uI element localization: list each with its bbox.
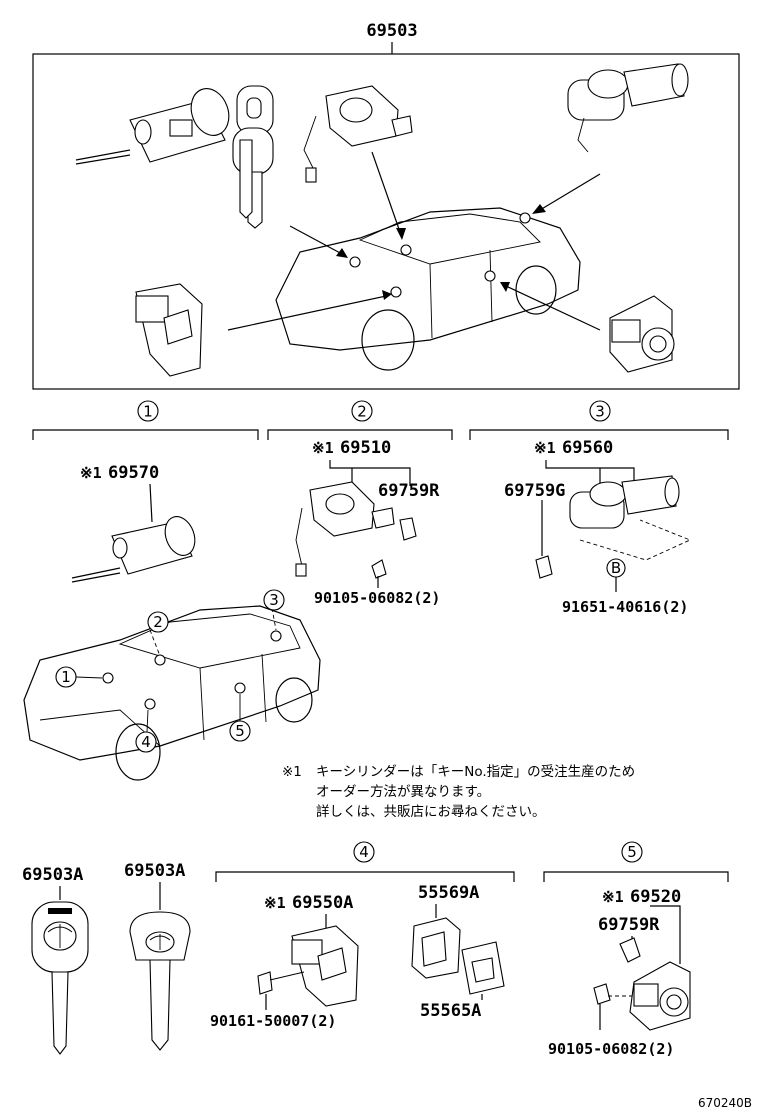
keys-drawing — [232, 85, 274, 229]
g2-mark: ※1 — [312, 439, 334, 457]
g4-bolt-part-number: 90161-50007(2) — [210, 1012, 336, 1030]
car-location-4: 4 — [135, 709, 157, 753]
g2-bolt-part-number: 90105-06082(2) — [314, 589, 440, 607]
g5-bolt-part-number: 90105-06082(2) — [548, 1040, 674, 1058]
section-3-header: 3 — [469, 400, 729, 440]
svg-text:1: 1 — [61, 668, 71, 686]
svg-text:1: 1 — [143, 403, 153, 421]
assembly-arrows — [227, 151, 601, 331]
svg-text:4: 4 — [141, 733, 151, 751]
g5-bracket — [650, 905, 681, 964]
g2-sub-part-number: 69759R — [378, 481, 440, 501]
svg-text:5: 5 — [627, 843, 637, 861]
g1-part-number: 69570 — [108, 463, 159, 483]
svg-text:4: 4 — [359, 843, 369, 861]
section-2-header: 2 — [267, 400, 453, 440]
g3-bolt-part-number: 91651-40616(2) — [562, 598, 688, 616]
key-1-drawing — [31, 901, 89, 1055]
g3-trunk-lock-drawing — [535, 475, 692, 579]
g4-pad-part-number: 55565A — [420, 1001, 481, 1021]
car-outline-middle — [23, 605, 321, 781]
section-1-header: 1 — [32, 400, 259, 440]
car-location-3: 3 — [263, 589, 285, 611]
g4-cover-drawing — [411, 917, 461, 979]
g1-mark: ※1 — [80, 464, 102, 482]
key-1-part-number: 69503A — [22, 865, 83, 885]
g5-sub-part-number: 69759R — [598, 915, 660, 935]
note-line-1: キーシリンダーは「キーNo.指定」の受注生産のため — [316, 764, 635, 780]
section-5-header: 5 — [543, 841, 729, 882]
g3-bracket — [545, 460, 635, 484]
car-location-5: 5 — [229, 694, 251, 742]
g3-sub-part-number: 69759G — [504, 481, 565, 501]
svg-text:2: 2 — [357, 403, 367, 421]
g1-leader — [149, 483, 153, 523]
assembly-frame — [32, 53, 740, 390]
key-2-part-number: 69503A — [124, 861, 185, 881]
g4-cover-part-number: 55569A — [418, 883, 479, 903]
car-location-1: 1 — [55, 666, 103, 688]
g4-pad-drawing — [461, 941, 505, 995]
door-cylinder-drawing — [609, 295, 675, 373]
g3-mark: ※1 — [534, 439, 556, 457]
ignition-cylinder-drawing — [75, 88, 230, 165]
g2-bracket — [329, 460, 411, 486]
g3-part-number: 69560 — [562, 438, 613, 458]
svg-text:2: 2 — [153, 613, 163, 631]
g5-part-number: 69520 — [630, 887, 681, 907]
assembly-part-number: 69503 — [366, 21, 417, 41]
g2-part-number: 69510 — [340, 438, 391, 458]
trunk-lock-drawing — [567, 63, 689, 153]
drawing-number: 670240B — [698, 1096, 752, 1110]
g4-part-number: 69550A — [292, 893, 353, 913]
door-lock-drawing — [303, 85, 413, 183]
car-location-2: 2 — [147, 611, 169, 633]
note-line-2: オーダー方法が異なります。 — [316, 784, 490, 800]
g3-ref-letter: B — [611, 559, 621, 577]
glove-box-lock-drawing — [135, 283, 203, 377]
g5-door-cylinder-drawing — [593, 937, 691, 1031]
note-mark: ※1 — [282, 764, 302, 780]
g1-ignition-cylinder-drawing — [71, 516, 196, 583]
g4-mark: ※1 — [264, 894, 286, 912]
svg-text:3: 3 — [269, 591, 279, 609]
svg-text:5: 5 — [235, 722, 245, 740]
note-line-3: 詳しくは、共販店にお尋ねください。 — [316, 804, 546, 820]
key-2-drawing — [129, 911, 191, 1051]
svg-text:3: 3 — [595, 403, 605, 421]
car-outline-top — [275, 207, 581, 371]
section-4-header: 4 — [215, 841, 515, 882]
g2-door-lock-drawing — [295, 481, 417, 579]
g4-glove-box-lock-drawing — [257, 925, 359, 1007]
order-note: ※1 キーシリンダーは「キーNo.指定」の受注生産のため オーダー方法が異なりま… — [282, 764, 635, 820]
g5-mark: ※1 — [602, 888, 624, 906]
